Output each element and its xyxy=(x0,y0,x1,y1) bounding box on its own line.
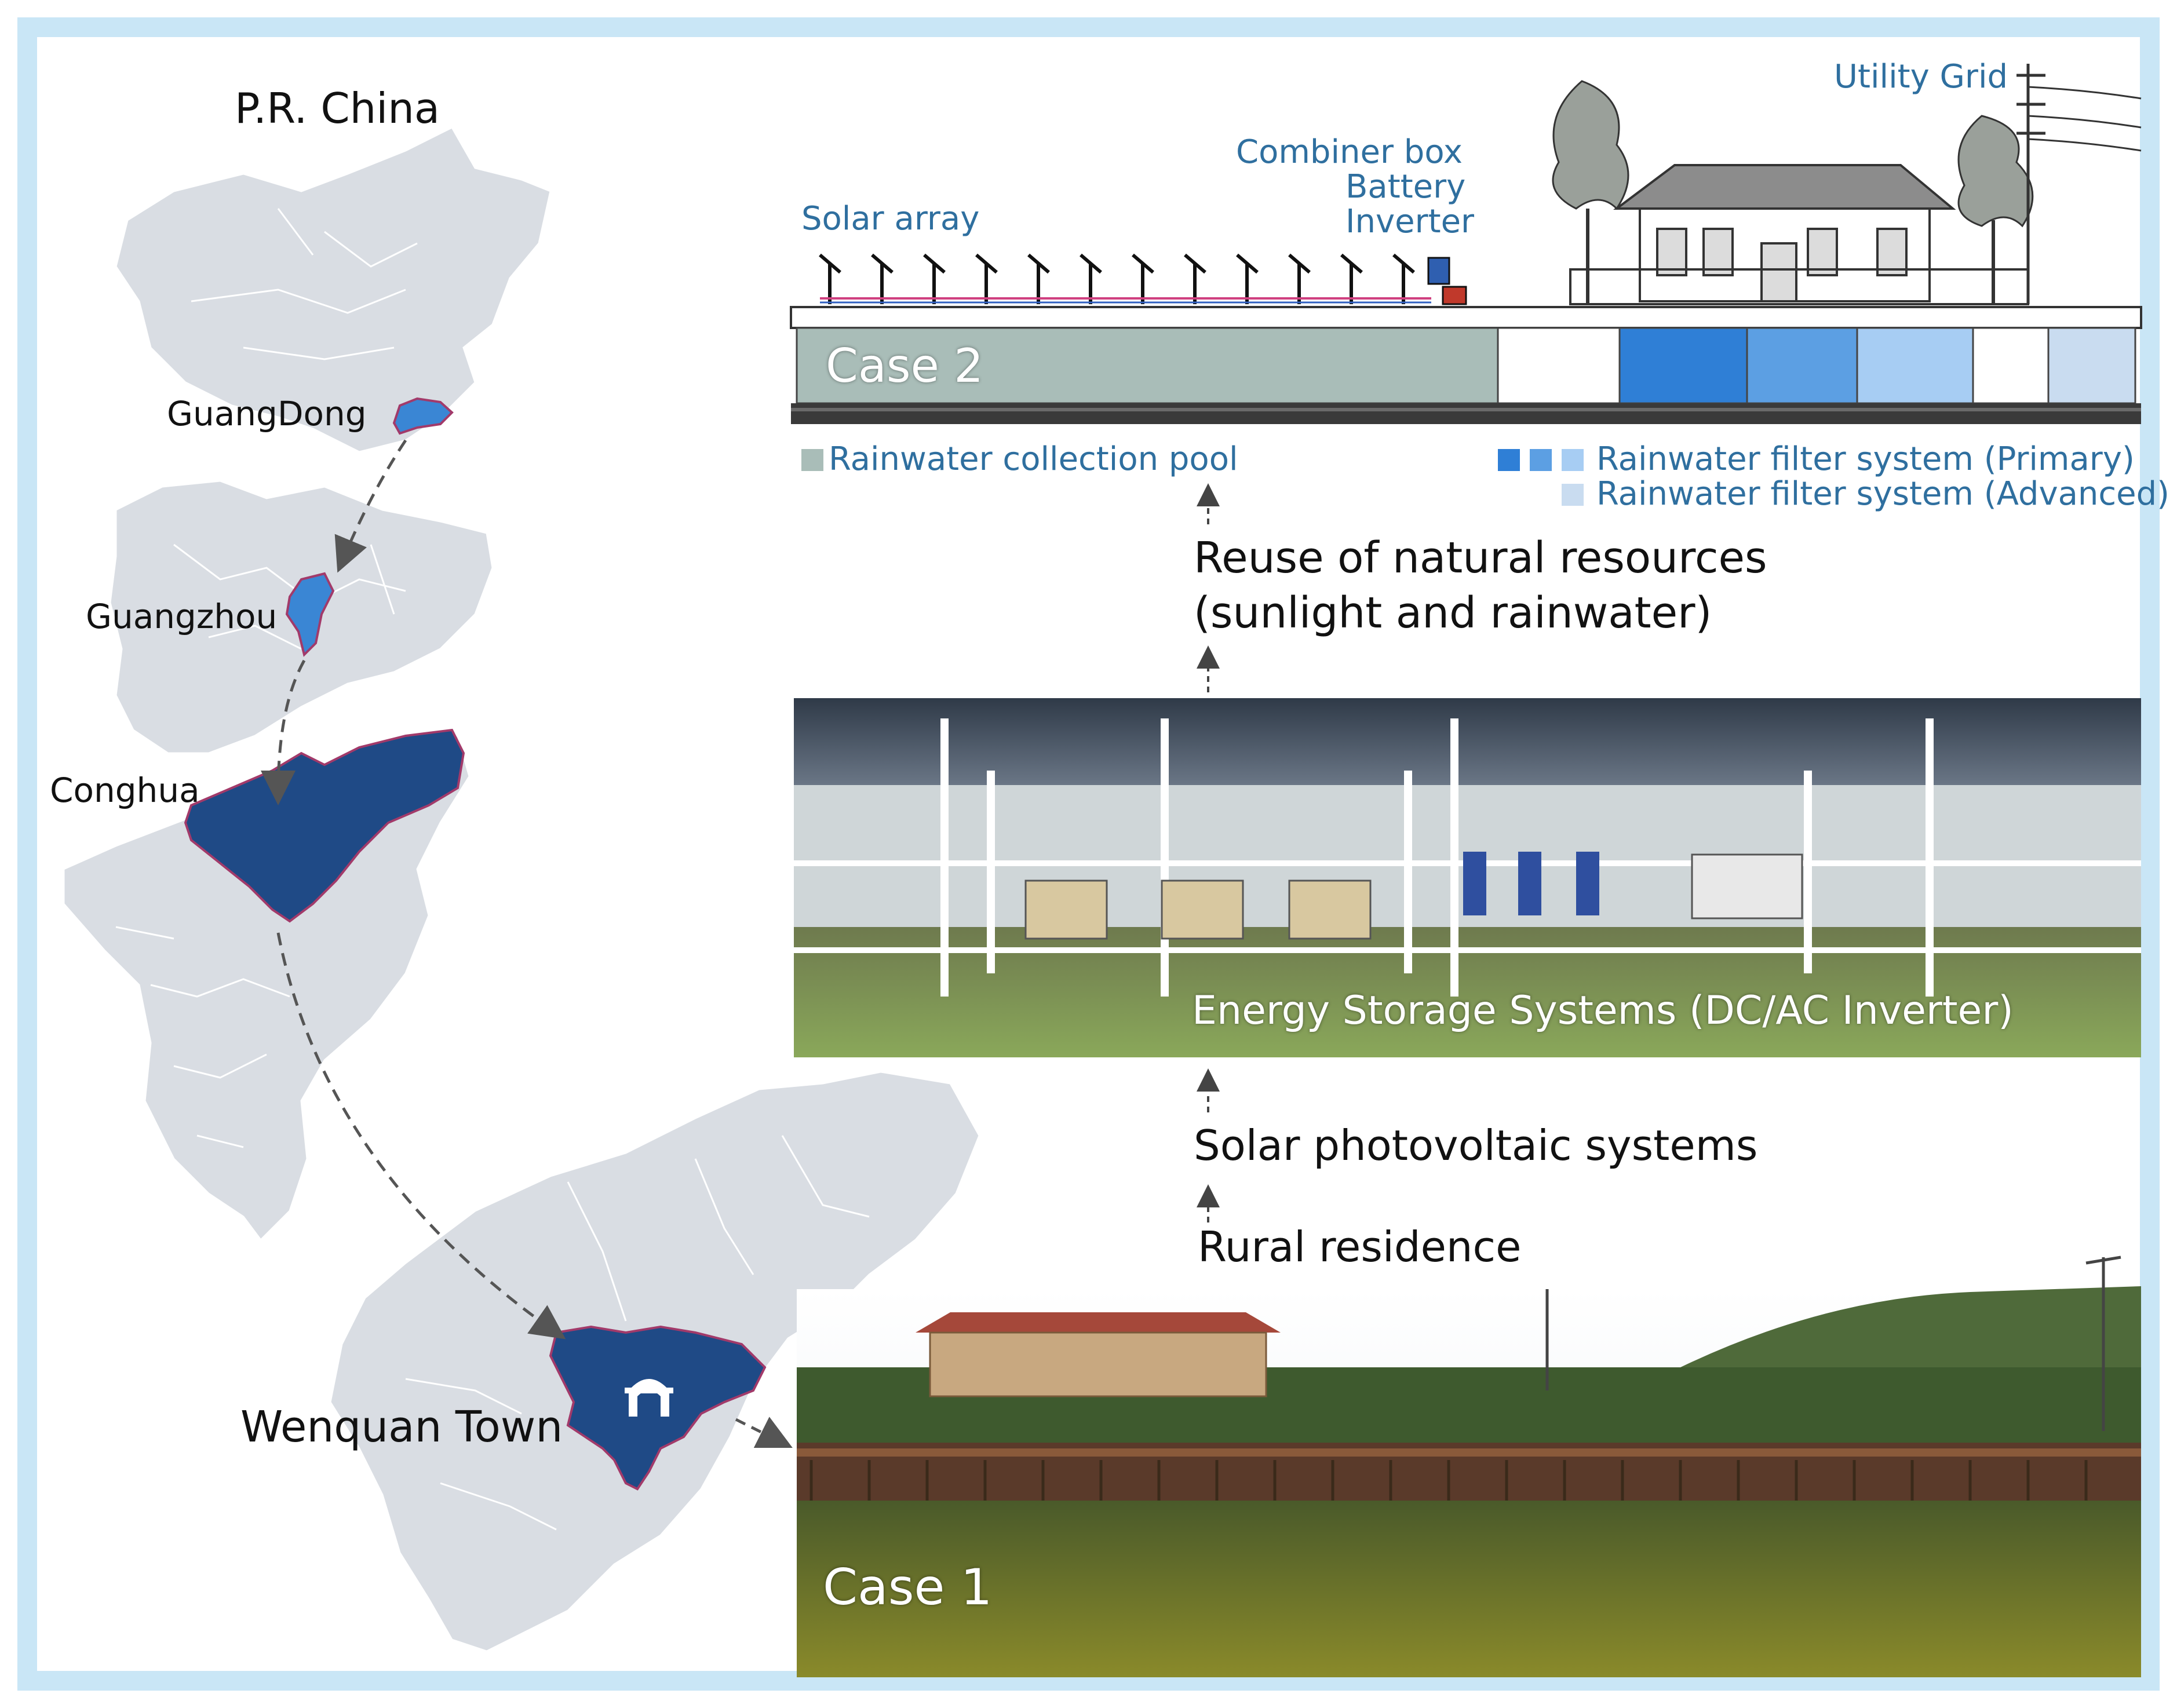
town-gate-icon xyxy=(625,1379,673,1417)
filter-primary-2 xyxy=(1746,327,1858,404)
label-pr-china: P.R. China xyxy=(235,84,440,133)
case2-schematic xyxy=(790,64,2142,424)
solar-array xyxy=(819,253,1415,304)
trees xyxy=(1552,80,2034,304)
legend-pool-label: Rainwater collection pool xyxy=(829,440,1238,478)
guangzhou-highlight xyxy=(285,572,335,657)
filter-primary-1 xyxy=(1618,327,1748,404)
wenquan-highlight xyxy=(549,1325,767,1491)
legend-pool-swatch xyxy=(801,449,823,471)
legend-advanced-swatch xyxy=(1562,484,1584,506)
label-reuse-line1: Reuse of natural resources xyxy=(1194,533,1767,583)
label-guangdong: GuangDong xyxy=(167,394,367,433)
rural-house xyxy=(1569,164,2029,305)
house-photo xyxy=(916,1312,1281,1397)
label-reuse-line2: (sunlight and rainwater) xyxy=(1194,588,1712,638)
label-inverter: Inverter xyxy=(1345,203,1475,240)
storage-photo xyxy=(794,698,2141,1057)
label-case-2: Case 2 xyxy=(826,339,984,393)
label-wenquan-town: Wenquan Town xyxy=(240,1402,563,1452)
arrow-wenquan-case1 xyxy=(735,1417,793,1448)
label-combiner-box: Combiner box xyxy=(1236,133,1463,171)
label-conghua: Conghua xyxy=(50,771,200,810)
legend-advanced-label: Rainwater filter system (Advanced) xyxy=(1596,475,2170,513)
label-solar-pv: Solar photovoltaic systems xyxy=(1194,1121,1758,1170)
label-guangzhou: Guangzhou xyxy=(86,597,278,636)
label-rural-residence: Rural residence xyxy=(1198,1222,1522,1271)
label-utility-grid: Utility Grid xyxy=(1834,58,2008,96)
label-solar-array: Solar array xyxy=(801,200,980,238)
label-storage-caption: Energy Storage Systems (DC/AC Inverter) xyxy=(1192,988,2014,1034)
rainwater-pool xyxy=(796,327,1499,404)
arrow-conghua-wenquan xyxy=(276,932,566,1340)
legend-primary-swatch-2 xyxy=(1530,449,1552,471)
battery-unit xyxy=(1442,286,1467,305)
legend-primary-label: Rainwater filter system (Primary) xyxy=(1596,440,2135,478)
legend-primary-swatch-3 xyxy=(1562,449,1584,471)
inverter-cabinet xyxy=(1427,257,1450,285)
filter-primary-3 xyxy=(1856,327,1974,404)
arrow-guangzhou-conghua xyxy=(261,659,306,805)
utility-pole xyxy=(2016,64,2142,304)
label-battery: Battery xyxy=(1345,168,1466,206)
case1-photo xyxy=(797,1256,2141,1677)
label-case-1: Case 1 xyxy=(823,1559,993,1616)
china-map xyxy=(115,126,552,453)
arrow-guangdong-guangzhou xyxy=(334,439,407,573)
conghua-highlight xyxy=(184,728,465,923)
filter-advanced xyxy=(2047,327,2136,404)
guangdong-highlight xyxy=(392,397,454,435)
legend-primary-swatch-1 xyxy=(1498,449,1520,471)
